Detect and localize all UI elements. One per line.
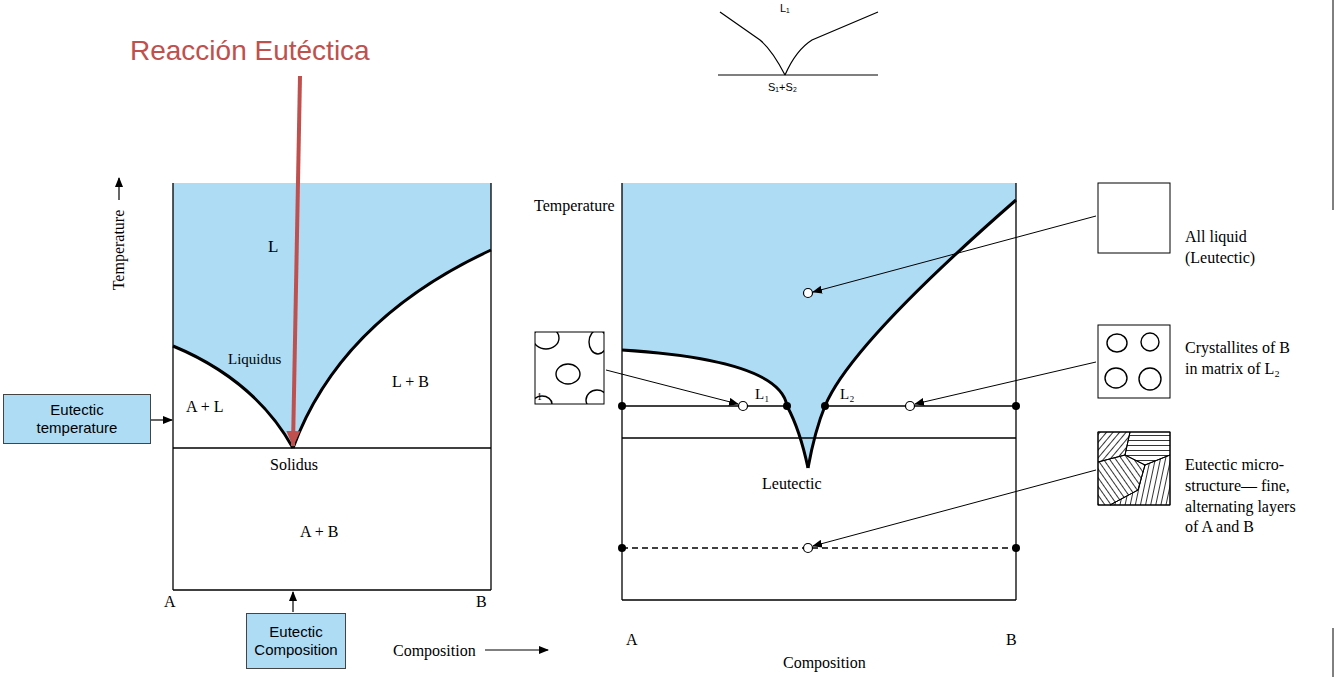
- phase-label: A + B: [300, 522, 338, 543]
- point-label: L₁: [755, 385, 769, 405]
- axis-label: Temperature: [109, 210, 130, 291]
- microstructure-note: Eutectic micro- structure— fine, alterna…: [1185, 455, 1297, 538]
- box-text: Eutectic Composition: [254, 623, 337, 659]
- point-label: L₂: [840, 385, 854, 405]
- phase-label: L: [268, 236, 278, 258]
- phase-label: S₁+S₂: [768, 80, 797, 94]
- axis-label: Composition: [783, 653, 866, 674]
- point-label: Leutectic: [762, 474, 822, 495]
- phase-label: L + B: [392, 372, 429, 393]
- phase-label: L₁: [780, 1, 790, 15]
- reaction-title: Reacción Eutéctica: [130, 33, 370, 69]
- axis-label: Composition: [393, 641, 476, 662]
- callout-number: 1: [537, 390, 542, 403]
- curve-label: Liquidus: [228, 350, 281, 370]
- microstructure-note: All liquid (Leutectic): [1185, 227, 1285, 269]
- component-label: B: [476, 592, 487, 613]
- info-box: Eutectic Composition: [246, 613, 346, 669]
- phase-label: A + L: [186, 397, 223, 418]
- info-box: Eutectic temperature: [3, 394, 151, 444]
- component-label: A: [626, 630, 638, 651]
- box-text: Eutectic temperature: [12, 401, 142, 437]
- axis-label: Temperature: [534, 196, 615, 217]
- component-label: A: [164, 592, 176, 613]
- microstructure-note: Crystallites of B in matrix of L₂: [1185, 338, 1303, 380]
- component-label: B: [1006, 630, 1017, 651]
- curve-label: Solidus: [270, 455, 318, 476]
